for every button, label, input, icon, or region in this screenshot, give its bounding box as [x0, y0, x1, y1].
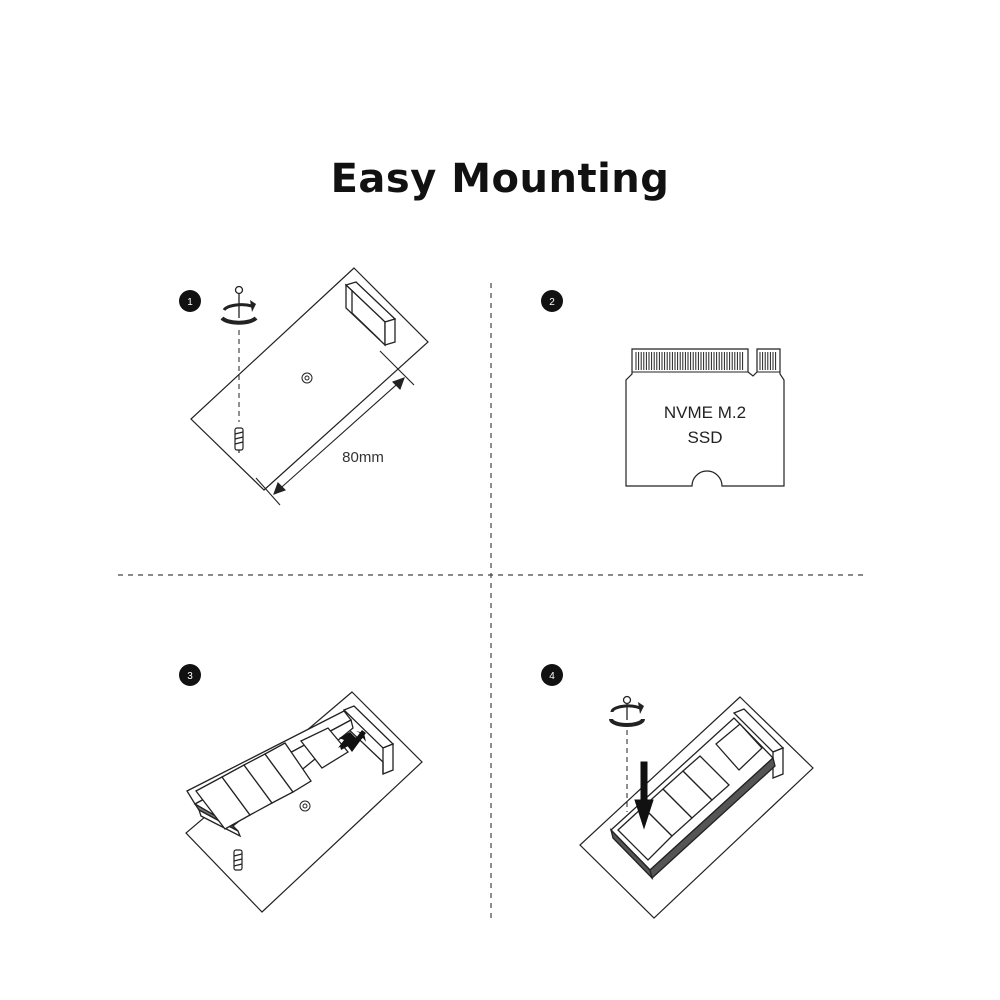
screw-rotate-icon	[220, 285, 258, 422]
step-badge-2: 2	[541, 290, 563, 312]
screw-icon	[233, 849, 243, 871]
ssd-label-line1: NVME M.2	[664, 403, 746, 422]
step-number: 2	[549, 297, 555, 308]
ssd-inserting	[186, 710, 366, 838]
ssd-installed	[609, 717, 776, 881]
motherboard-slot-area	[190, 267, 429, 491]
ssd-chip	[617, 723, 763, 861]
step-badge-4: 4	[541, 664, 563, 686]
quadrant-dividers	[118, 283, 866, 922]
m2-connector	[732, 708, 785, 779]
m2-connector	[344, 281, 397, 347]
step-3: 3	[179, 664, 423, 913]
ssd-chip	[195, 727, 349, 830]
motherboard-slot-area	[579, 696, 814, 919]
ssd-contact-pins	[635, 352, 744, 370]
step-badge-3: 3	[179, 664, 201, 686]
ssd-label-line2: SSD	[688, 428, 723, 447]
dimension-label: 80mm	[342, 449, 384, 466]
ssd-contact-pins-key	[759, 352, 777, 370]
step-number: 3	[187, 671, 193, 682]
step-2: 2 NVME M.2 SSD	[541, 290, 785, 487]
step-number: 1	[187, 297, 193, 308]
step-1: 1	[179, 267, 429, 506]
screw-rotate-icon	[609, 695, 645, 812]
step-number: 4	[549, 671, 555, 682]
press-down-arrow-icon	[634, 761, 654, 830]
standoff-hole	[299, 800, 311, 812]
screw-icon	[234, 427, 244, 453]
nvme-ssd-card: NVME M.2 SSD	[625, 348, 785, 487]
step-badge-1: 1	[179, 290, 201, 312]
standoff-hole	[301, 372, 313, 384]
step-4: 4	[541, 664, 814, 919]
length-dimension	[255, 350, 415, 506]
page-title: Easy Mounting	[330, 156, 670, 202]
